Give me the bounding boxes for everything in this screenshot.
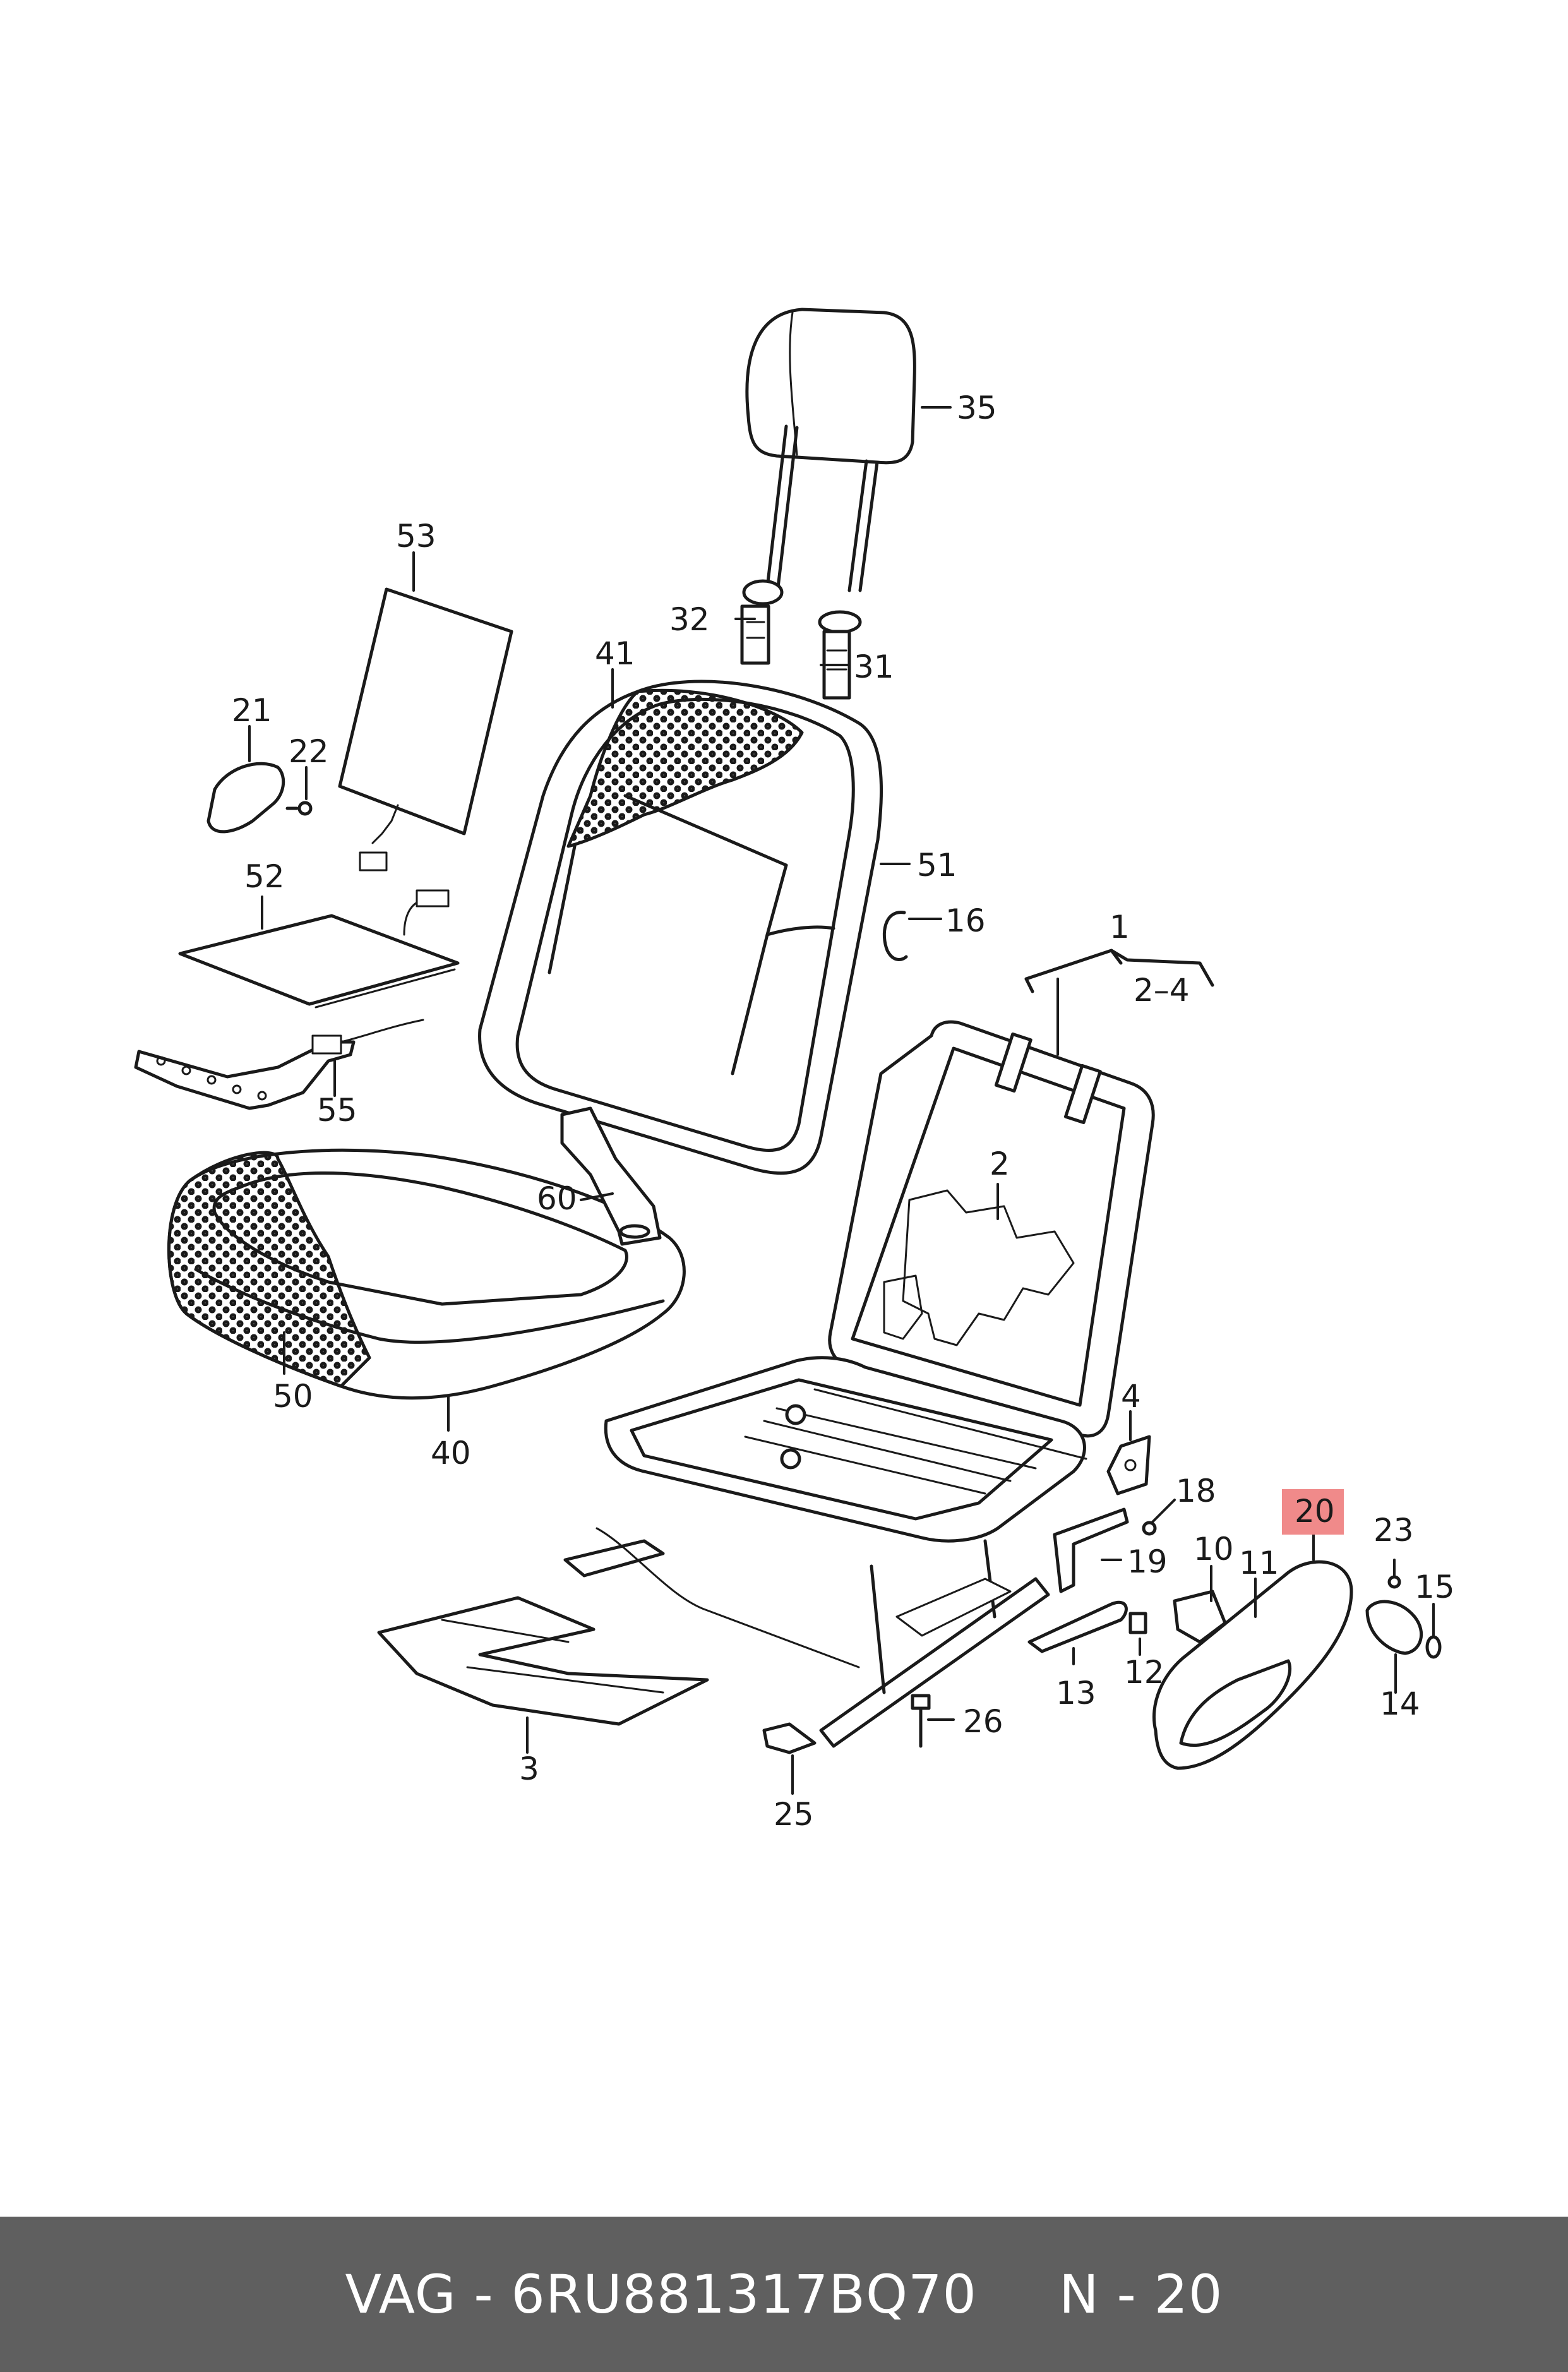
knob-14: [1365, 1600, 1423, 1655]
seat-frame: [563, 1020, 1155, 1748]
callout-15: 15: [1415, 1569, 1455, 1605]
callout-35: 35: [957, 390, 997, 426]
callout-3: 3: [519, 1751, 539, 1787]
side-trim-20: [1152, 1560, 1353, 1770]
clip-4: [1106, 1435, 1151, 1495]
callout-53: 53: [396, 518, 436, 554]
backrest-panel: [338, 587, 513, 872]
callout-2-4: 2–4: [1134, 972, 1190, 1009]
trim-strip-13: [1027, 1600, 1128, 1653]
headrest: [745, 308, 916, 592]
callout-11: 11: [1239, 1545, 1279, 1581]
callout-12: 12: [1124, 1654, 1164, 1691]
callout-32: 32: [669, 601, 710, 638]
screw-18: [1142, 1521, 1157, 1536]
callout-55: 55: [317, 1092, 357, 1129]
callout-labels: 35 32 31 41 53 21 22 51 16 52 55 60 50 4…: [232, 390, 1455, 1833]
callout-50: 50: [273, 1378, 313, 1415]
callout-10: 10: [1194, 1531, 1234, 1567]
callout-4: 4: [1121, 1378, 1141, 1415]
wire-bracket-19: [1053, 1507, 1129, 1593]
floor-pads: [377, 1596, 709, 1726]
footer-ref-label: N - 20: [1059, 2263, 1223, 2325]
leader-lines: [248, 406, 1435, 1795]
callout-13: 13: [1056, 1675, 1096, 1711]
callout-26: 26: [963, 1703, 1003, 1740]
callout-25: 25: [774, 1796, 814, 1833]
callout-60: 60: [537, 1180, 577, 1217]
footer-bar: VAG - 6RU881317BQ70 N - 20: [0, 2217, 1568, 2372]
callout-2: 2: [990, 1146, 1010, 1182]
highlight-box: [1282, 1489, 1344, 1535]
callout-14: 14: [1380, 1686, 1420, 1722]
callout-18: 18: [1176, 1473, 1216, 1509]
callout-23: 23: [1373, 1512, 1414, 1548]
callout-31: 31: [854, 649, 894, 685]
side-bracket: [206, 762, 313, 834]
callout-51: 51: [917, 847, 957, 884]
callout-21: 21: [232, 692, 272, 729]
callout-22: 22: [289, 733, 329, 770]
footer-separator: -: [474, 2263, 494, 2325]
footer-brand: VAG: [345, 2263, 457, 2325]
headrest-guide-left: [740, 579, 784, 665]
bolt-26: [911, 1694, 931, 1748]
belt-buckle: [560, 1106, 662, 1246]
clip-12: [1128, 1612, 1147, 1634]
callout-41: 41: [595, 635, 635, 672]
seat-heater-mat: [178, 889, 460, 1009]
cap-15: [1425, 1635, 1442, 1659]
seat-exploded-view: 35 32 31 41 53 21 22 51 16 52 55 60 50 4…: [134, 308, 1455, 1833]
callout-40: 40: [431, 1435, 471, 1471]
clip-25: [762, 1722, 817, 1754]
seat-cushion-cover: [167, 1148, 686, 1400]
callout-16: 16: [945, 902, 986, 939]
callout-19: 19: [1127, 1543, 1168, 1580]
screw-23: [1387, 1575, 1401, 1589]
backrest-cover: [478, 680, 883, 1175]
callout-1: 1: [1110, 909, 1130, 945]
ring-clip: [882, 911, 908, 961]
callout-52: 52: [244, 858, 285, 895]
callout-20: 20: [1295, 1493, 1335, 1530]
occupant-sensor-mat: [134, 1019, 424, 1110]
footer-part-number: 6RU881317BQ70: [511, 2263, 978, 2325]
